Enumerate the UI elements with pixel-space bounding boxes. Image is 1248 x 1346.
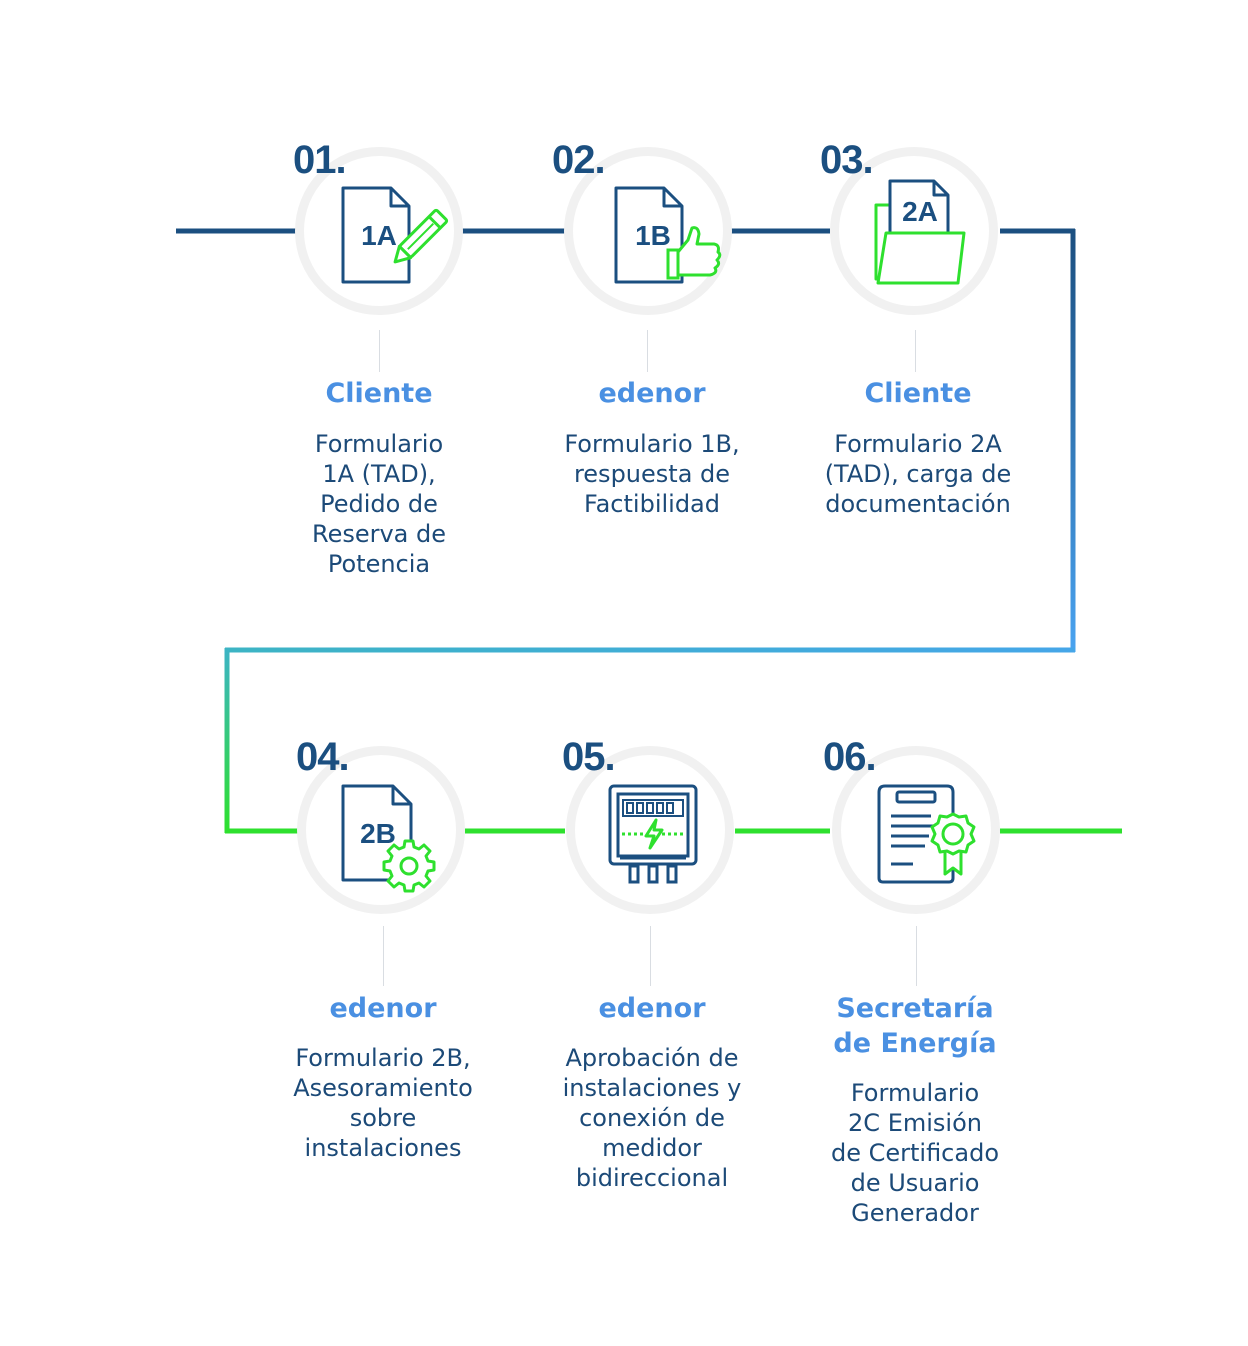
step-description: Aprobación de instalaciones y conexión d… bbox=[562, 1044, 742, 1192]
step-description: Formulario 1B, respuesta de Factibilidad bbox=[564, 430, 740, 518]
document-gear-icon: 2B bbox=[341, 784, 436, 893]
step-number: 05. bbox=[562, 735, 616, 779]
step-number: 01. bbox=[293, 138, 347, 182]
step-actor: edenor bbox=[329, 993, 437, 1024]
step-connector-stem bbox=[915, 330, 916, 372]
certificate-icon bbox=[877, 784, 976, 884]
step-number: 04. bbox=[296, 735, 350, 779]
document-thumbs-up-icon: 1B bbox=[614, 186, 722, 284]
step-description: Formulario 1A (TAD), Pedido de Reserva d… bbox=[311, 430, 447, 578]
step-connector-stem bbox=[650, 926, 651, 986]
step-actor: Cliente bbox=[325, 378, 433, 409]
step-connector-stem bbox=[379, 330, 380, 372]
step-description: Formulario 2B, Asesoramiento sobre insta… bbox=[293, 1044, 473, 1162]
step-badge: 2B bbox=[360, 818, 396, 849]
step-connector-stem bbox=[647, 330, 648, 372]
step-description: Formulario 2A (TAD), carga de documentac… bbox=[824, 430, 1012, 518]
step-number: 02. bbox=[552, 138, 606, 182]
step-actor: Cliente bbox=[864, 378, 972, 409]
step-actor: edenor bbox=[598, 993, 706, 1024]
step-badge: 2A bbox=[902, 196, 938, 227]
step-connector-stem bbox=[383, 926, 384, 986]
step-actor: Secretaría de Energía bbox=[833, 993, 997, 1059]
step-number: 03. bbox=[820, 138, 874, 182]
step-number: 06. bbox=[823, 735, 877, 779]
bidirectional-meter-icon bbox=[608, 784, 698, 884]
step-actor: edenor bbox=[598, 378, 706, 409]
folder-document-icon: 2A bbox=[874, 179, 966, 285]
step-connector-stem bbox=[916, 926, 917, 986]
step-badge: 1B bbox=[635, 220, 671, 251]
step-description: Formulario 2C Emisión de Certificado de … bbox=[830, 1079, 1000, 1227]
step-badge: 1A bbox=[361, 220, 397, 251]
document-pencil-icon: 1A bbox=[341, 186, 449, 284]
